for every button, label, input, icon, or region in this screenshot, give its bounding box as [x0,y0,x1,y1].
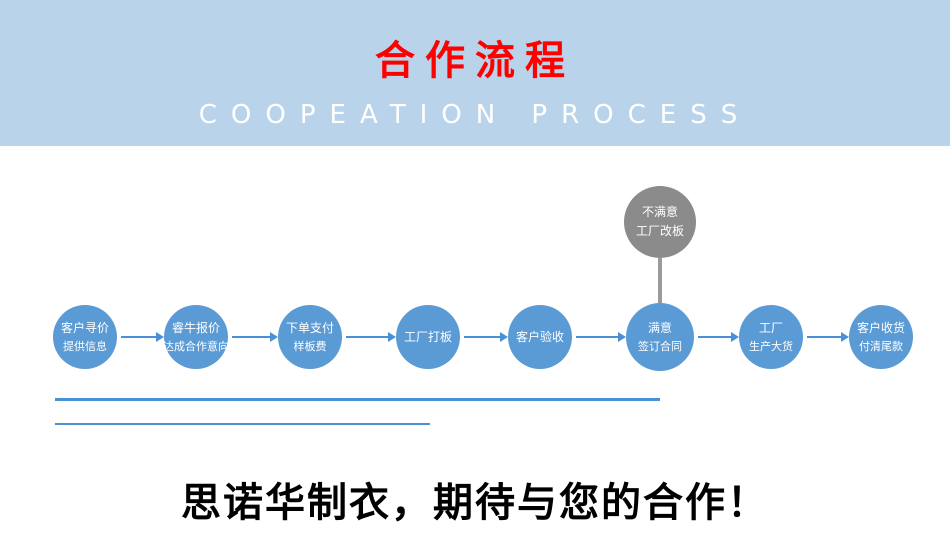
page-subtitle: COOPEATION PROCESS [198,100,752,130]
flow-node-rework-line2: 工厂改板 [635,224,684,238]
rework-connector-line [658,258,662,303]
flow-node-label: 工厂 [758,321,783,336]
decorative-line-long [55,398,660,401]
flow-node-label: 付清尾款 [859,339,903,353]
flow-node-contract: 满意 签订合同 [626,303,694,371]
flow-arrow [121,332,164,342]
flow-arrow [346,332,396,342]
flow-node-label: 签订合同 [638,339,682,353]
flow-node-production: 工厂 生产大货 [739,305,803,369]
header-banner: 合作流程 COOPEATION PROCESS [0,0,950,146]
flow-node-label: 样板费 [293,339,327,353]
flow-node-rework-line1: 不满意 [641,204,678,219]
flow-arrow [232,332,278,342]
flow-node-label: 满意 [647,321,672,336]
flow-node-label: 睿牛报价 [171,321,220,336]
flow-node-acceptance: 客户验收 [508,305,572,369]
flow-node-sampling: 工厂打板 [396,305,460,369]
flow-arrow [576,332,626,342]
flow-node-label: 工厂打板 [403,329,452,344]
flow-node-order-payment: 下单支付 样板费 [278,305,342,369]
flow-node-delivery: 客户收货 付清尾款 [849,305,913,369]
slogan-text: 思诺华制衣，期待与您的合作！ [181,480,769,526]
flow-arrow [698,332,739,342]
flow-node-label: 达成合作意向 [163,339,229,353]
flow-node-label: 客户收货 [856,321,905,336]
flow-node-label: 生产大货 [749,339,793,353]
flow-node-label: 下单支付 [285,321,334,336]
flow-node-label: 客户验收 [515,329,564,344]
flow-node-label: 客户寻价 [60,321,109,336]
flow-arrow [807,332,849,342]
page-title: 合作流程 [375,38,575,84]
flow-node-quote: 睿牛报价 达成合作意向 [163,305,229,369]
flow-node-rework: 不满意 工厂改板 [624,186,696,258]
flow-diagram: 不满意 工厂改板 客户寻价 提供信息 睿牛报价 达成合作意向 下单支付 样板费 … [0,146,950,446]
decorative-line-short [55,423,430,425]
flow-arrow [464,332,508,342]
flow-node-label: 提供信息 [63,339,107,353]
flow-node-inquiry: 客户寻价 提供信息 [53,305,117,369]
